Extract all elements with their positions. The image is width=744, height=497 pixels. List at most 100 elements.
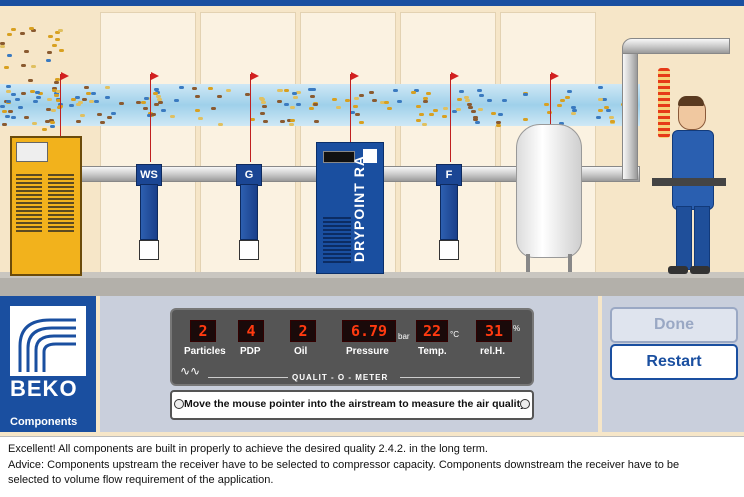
filter-ws-body: [140, 184, 158, 240]
particle-dot: [308, 107, 314, 111]
flag-icon: [551, 72, 559, 80]
particle-dot: [598, 86, 604, 90]
particle-dot: [170, 115, 176, 119]
temp-label: Temp.: [418, 346, 447, 357]
filter-ws[interactable]: WS: [136, 164, 162, 186]
particle-dot: [291, 91, 297, 95]
worker-shoe: [668, 266, 688, 274]
particle-dot: [468, 106, 474, 110]
particle-dot: [198, 117, 204, 121]
particle-dot: [93, 99, 99, 103]
particle-dot: [313, 102, 319, 106]
particle-dot: [567, 89, 573, 93]
particle-dot: [160, 109, 166, 113]
particle-dot: [314, 120, 320, 124]
particle-dot: [49, 119, 55, 123]
done-button[interactable]: Done: [610, 307, 738, 343]
particle-dot: [477, 108, 483, 112]
temp-value: 22: [416, 320, 448, 342]
particle-dot: [426, 92, 432, 96]
plant-scene: WS G DRYPOINT RA F: [0, 0, 744, 296]
particle-dot: [292, 95, 298, 99]
particle-dot: [45, 58, 51, 62]
particle-dot: [54, 78, 60, 82]
restart-button[interactable]: Restart: [610, 344, 738, 380]
particle-dot: [178, 86, 184, 89]
airstream[interactable]: [0, 84, 640, 126]
particle-dot: [290, 118, 296, 122]
screw-icon: [174, 399, 184, 409]
particle-dot: [56, 99, 62, 103]
particle-dot: [5, 100, 11, 104]
particle-dot: [432, 108, 438, 112]
worker-leg: [676, 206, 692, 270]
particle-dot: [502, 98, 508, 102]
dryer-logo-icon: [363, 149, 377, 163]
filter-f[interactable]: F: [436, 164, 462, 186]
particle-dot: [467, 103, 473, 107]
particle-dot: [110, 111, 116, 115]
particle-dot: [58, 29, 64, 33]
filter-f-label: F: [445, 169, 453, 181]
filter-g-drain: [239, 240, 259, 260]
particle-dot: [472, 117, 478, 121]
flag-pole: [250, 74, 251, 162]
particle-dot: [605, 109, 611, 113]
particle-dot: [18, 106, 24, 110]
particle-dot: [144, 97, 150, 101]
particle-dot: [20, 31, 26, 35]
particle-dot: [608, 116, 614, 120]
particle-dot: [45, 119, 51, 123]
particles-value: 2: [190, 320, 216, 342]
particle-dot: [218, 123, 224, 127]
particle-dot: [496, 123, 502, 127]
particle-dot: [411, 91, 417, 95]
drypoint-dryer[interactable]: DRYPOINT RA: [316, 142, 384, 274]
particle-dot: [21, 92, 27, 96]
particle-dot: [55, 38, 61, 42]
particle-dot: [59, 49, 65, 53]
particle-dot: [50, 108, 56, 112]
particle-dot: [34, 90, 40, 94]
filter-g[interactable]: G: [236, 164, 262, 186]
particle-dot: [260, 100, 266, 104]
particle-dot: [379, 101, 385, 105]
particle-dot: [472, 115, 478, 119]
compressor-grill: [48, 174, 74, 234]
particle-dot: [458, 89, 464, 93]
compressor-display: [16, 142, 48, 162]
particle-dot: [42, 127, 48, 131]
particle-dot: [335, 106, 341, 110]
particle-dot: [609, 119, 615, 123]
particle-dot: [288, 122, 294, 126]
particle-dot: [259, 97, 265, 101]
spiral-hose: [658, 68, 670, 138]
particle-dot: [249, 117, 255, 121]
particle-dot: [310, 94, 316, 98]
relh-label: rel.H.: [480, 346, 506, 357]
particle-dot: [156, 95, 162, 99]
particle-dot: [311, 87, 317, 91]
flag-pole: [60, 74, 61, 136]
particle-dot: [4, 66, 10, 70]
particle-dot: [456, 98, 462, 102]
particle-dot: [486, 99, 492, 103]
particle-dot: [10, 27, 16, 31]
particle-dot: [414, 88, 420, 92]
worker-body: [672, 130, 714, 210]
particle-dot: [151, 113, 157, 117]
compressor[interactable]: [10, 136, 82, 276]
particle-dot: [146, 114, 152, 118]
worker-hair: [678, 96, 704, 106]
pressure-value: 6.79: [342, 320, 396, 342]
particle-dot: [55, 97, 61, 101]
filter-f-drain: [439, 240, 459, 260]
particle-dot: [344, 98, 350, 102]
particle-dot: [55, 90, 61, 94]
particle-dot: [353, 97, 359, 101]
air-receiver[interactable]: [516, 124, 582, 258]
flag-icon: [351, 72, 359, 80]
particle-dot: [81, 98, 87, 102]
particle-dot: [491, 112, 497, 116]
particles-label: Particles: [184, 346, 226, 357]
